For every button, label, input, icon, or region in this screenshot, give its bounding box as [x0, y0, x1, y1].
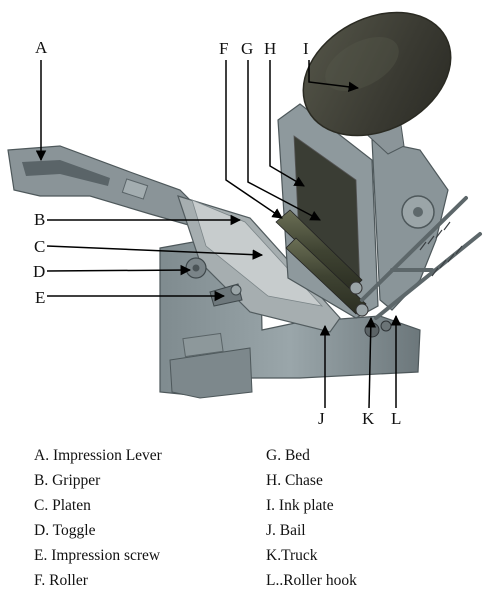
base-plate: [169, 347, 253, 399]
arrow-G: [247, 60, 321, 221]
toggle-pin: [192, 264, 200, 272]
legend-item: F. Roller: [34, 572, 88, 589]
legend-item: G. Bed: [266, 447, 310, 464]
callout-B: B: [34, 210, 45, 229]
arrow-C: [46, 245, 264, 260]
arrow-K: [365, 316, 377, 409]
screw-head: [230, 284, 242, 296]
truck-wheel: [364, 322, 380, 338]
callout-labels: A B C D E F G H I J K L: [33, 38, 401, 428]
callout-J: J: [318, 409, 325, 428]
springs: [419, 221, 463, 277]
callout-C: C: [34, 237, 45, 256]
base-nameplate: [182, 332, 224, 358]
callout-D: D: [33, 262, 45, 281]
callout-arrows: [35, 60, 402, 409]
rollers: [275, 209, 369, 317]
arrow-F: [225, 60, 283, 219]
legend-item: E. Impression screw: [34, 547, 161, 564]
legend-item: J. Bail: [266, 522, 306, 539]
legend-item: B. Gripper: [34, 472, 101, 489]
lever-label-plate: [121, 178, 149, 200]
legend-item: K.Truck: [266, 547, 318, 564]
legend-item: D. Toggle: [34, 522, 96, 539]
arrow-D: [46, 264, 192, 276]
callout-E: E: [35, 288, 45, 307]
truck-wheel-2: [380, 320, 392, 332]
legend-item: C. Platen: [34, 497, 91, 514]
legend-item: H. Chase: [266, 472, 323, 489]
callout-I: I: [303, 39, 309, 58]
ink-plate: [302, 11, 452, 137]
callout-G: G: [241, 39, 253, 58]
callout-H: H: [264, 39, 276, 58]
printing-press-image: [7, 11, 482, 399]
legend-right-column: G. Bed H. Chase I. Ink plate J. Bail K.T…: [266, 443, 357, 593]
callout-A: A: [35, 38, 48, 57]
legend-item: L..Roller hook: [266, 572, 357, 589]
callout-F: F: [219, 39, 228, 58]
callout-K: K: [362, 409, 375, 428]
roller-hook-arms: [360, 196, 482, 320]
lever-slot: [22, 160, 110, 186]
arrow-H: [269, 60, 305, 187]
legend-item: I. Ink plate: [266, 497, 334, 514]
callout-L: L: [391, 409, 401, 428]
legend-left-column: A. Impression Lever B. Gripper C. Platen…: [34, 443, 162, 593]
arrow-I: [308, 60, 360, 93]
legend-item: A. Impression Lever: [34, 447, 162, 464]
